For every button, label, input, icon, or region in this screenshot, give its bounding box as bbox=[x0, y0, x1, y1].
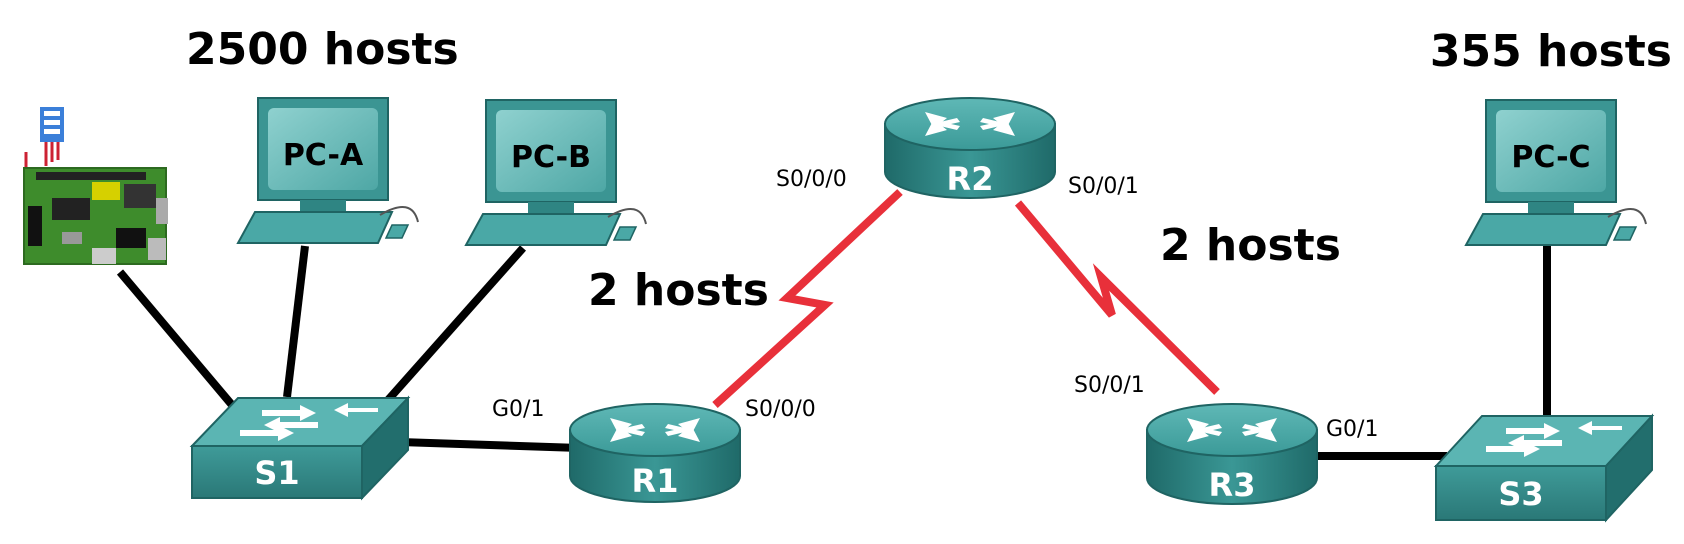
pc-b[interactable]: PC-B bbox=[464, 99, 647, 246]
pc-c-label: PC-C bbox=[1511, 140, 1590, 175]
link-pca-s1 bbox=[283, 245, 309, 398]
r3-label: R3 bbox=[1209, 466, 1256, 504]
raspberry-pi-icon bbox=[23, 107, 168, 265]
links bbox=[116, 189, 1551, 460]
router-arrows-icon bbox=[610, 418, 700, 442]
r1-label: R1 bbox=[632, 462, 679, 500]
serial-link-r1-r2 bbox=[712, 189, 903, 408]
r2-label: R2 bbox=[947, 160, 994, 198]
s1-label: S1 bbox=[254, 454, 299, 492]
pc-a-label: PC-A bbox=[283, 138, 364, 173]
router-r3[interactable]: R3 bbox=[1146, 403, 1318, 505]
router-r2[interactable]: R2 bbox=[884, 97, 1056, 199]
r3-s001-label: S0/0/1 bbox=[1074, 373, 1145, 398]
pc-b-label: PC-B bbox=[511, 140, 591, 175]
lan1-host-count: 2500 hosts bbox=[186, 24, 459, 75]
wan-r2-r3-host-count: 2 hosts bbox=[1160, 220, 1341, 271]
switch-s3[interactable]: S3 bbox=[1433, 413, 1655, 523]
router-r1[interactable]: R1 bbox=[569, 403, 741, 503]
pc-c[interactable]: PC-C bbox=[1464, 99, 1647, 246]
serial-link-r2-r3 bbox=[1014, 200, 1220, 395]
r2-s001-label: S0/0/1 bbox=[1068, 174, 1139, 199]
s3-label: S3 bbox=[1498, 475, 1543, 513]
link-pcb-s1 bbox=[385, 245, 526, 403]
router-arrows-icon bbox=[925, 112, 1015, 136]
r1-g01-label: G0/1 bbox=[492, 397, 544, 422]
lan3-host-count: 355 hosts bbox=[1430, 26, 1672, 77]
r1-s000-label: S0/0/0 bbox=[745, 397, 816, 422]
switch-arrows-icon bbox=[1486, 421, 1622, 457]
switch-s1[interactable]: S1 bbox=[189, 395, 411, 501]
wan-r1-r2-host-count: 2 hosts bbox=[588, 265, 769, 316]
link-s1-r1 bbox=[399, 438, 581, 452]
switch-arrows-icon bbox=[240, 403, 378, 441]
link-rpi-s1 bbox=[116, 269, 236, 408]
r3-g01-label: G0/1 bbox=[1326, 417, 1378, 442]
r2-s000-label: S0/0/0 bbox=[776, 167, 847, 192]
router-arrows-icon bbox=[1187, 418, 1277, 442]
pc-a[interactable]: PC-A bbox=[236, 97, 419, 244]
